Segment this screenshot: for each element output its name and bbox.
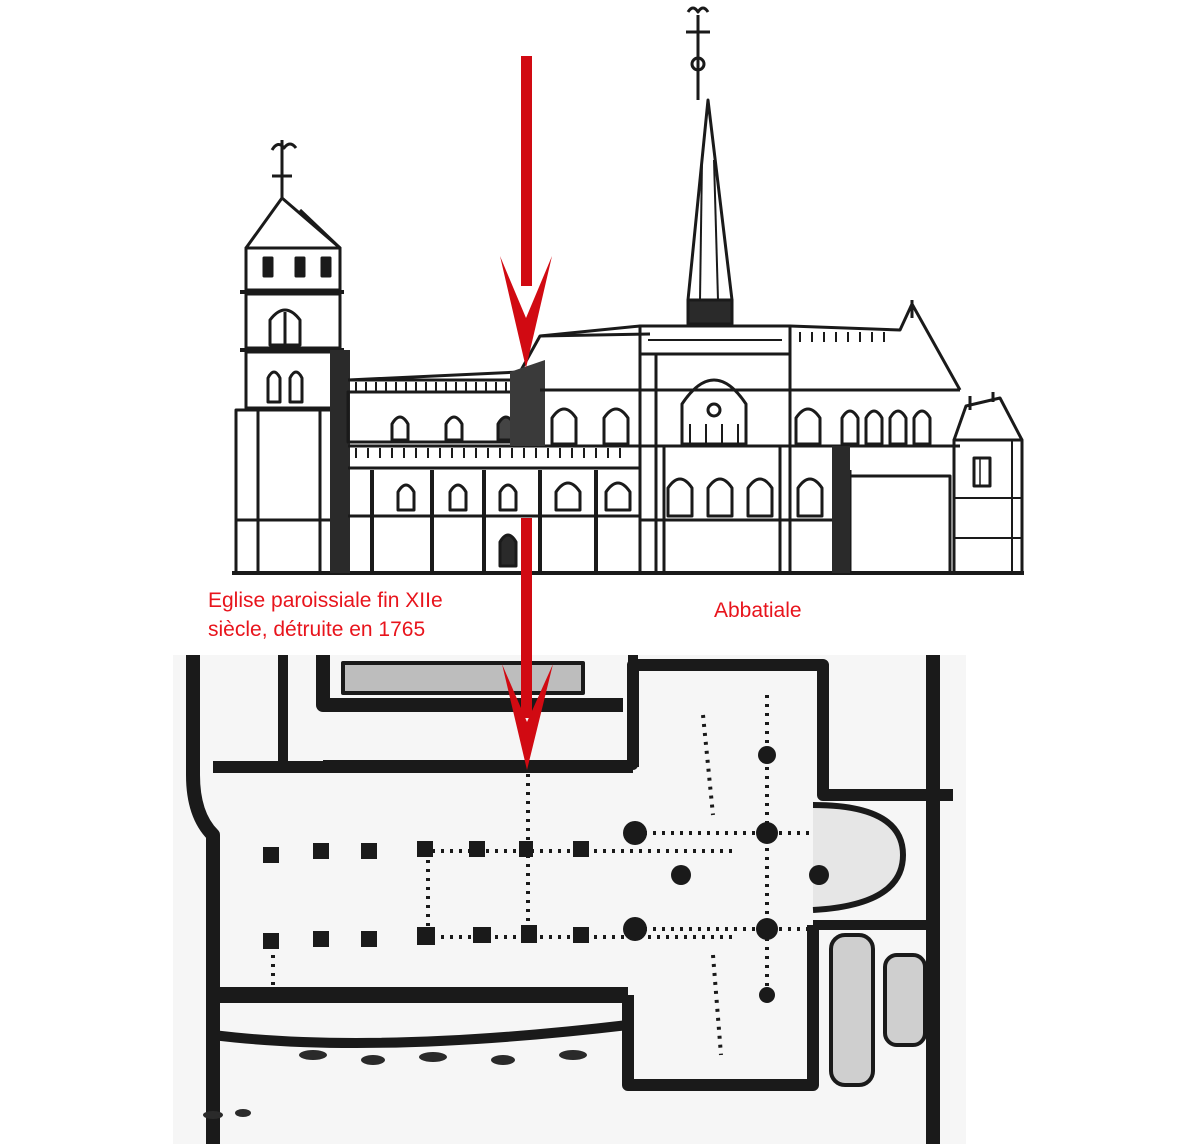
parish-church bbox=[346, 332, 651, 573]
abbey-label: Abbatiale bbox=[714, 599, 802, 622]
lower-arrow-icon bbox=[502, 518, 553, 770]
parish-church-label-line1: Eglise paroissiale fin XIIe bbox=[208, 589, 443, 612]
floor-plan bbox=[173, 655, 966, 1144]
parish-church-label: Eglise paroissiale fin XIIe siècle, détr… bbox=[208, 586, 443, 644]
parish-church-label-line2: siècle, détruite en 1765 bbox=[208, 618, 426, 641]
annex-building bbox=[952, 392, 1024, 575]
upper-arrow-icon bbox=[500, 56, 552, 368]
west-tower bbox=[234, 140, 350, 575]
abbey-church bbox=[539, 6, 962, 575]
